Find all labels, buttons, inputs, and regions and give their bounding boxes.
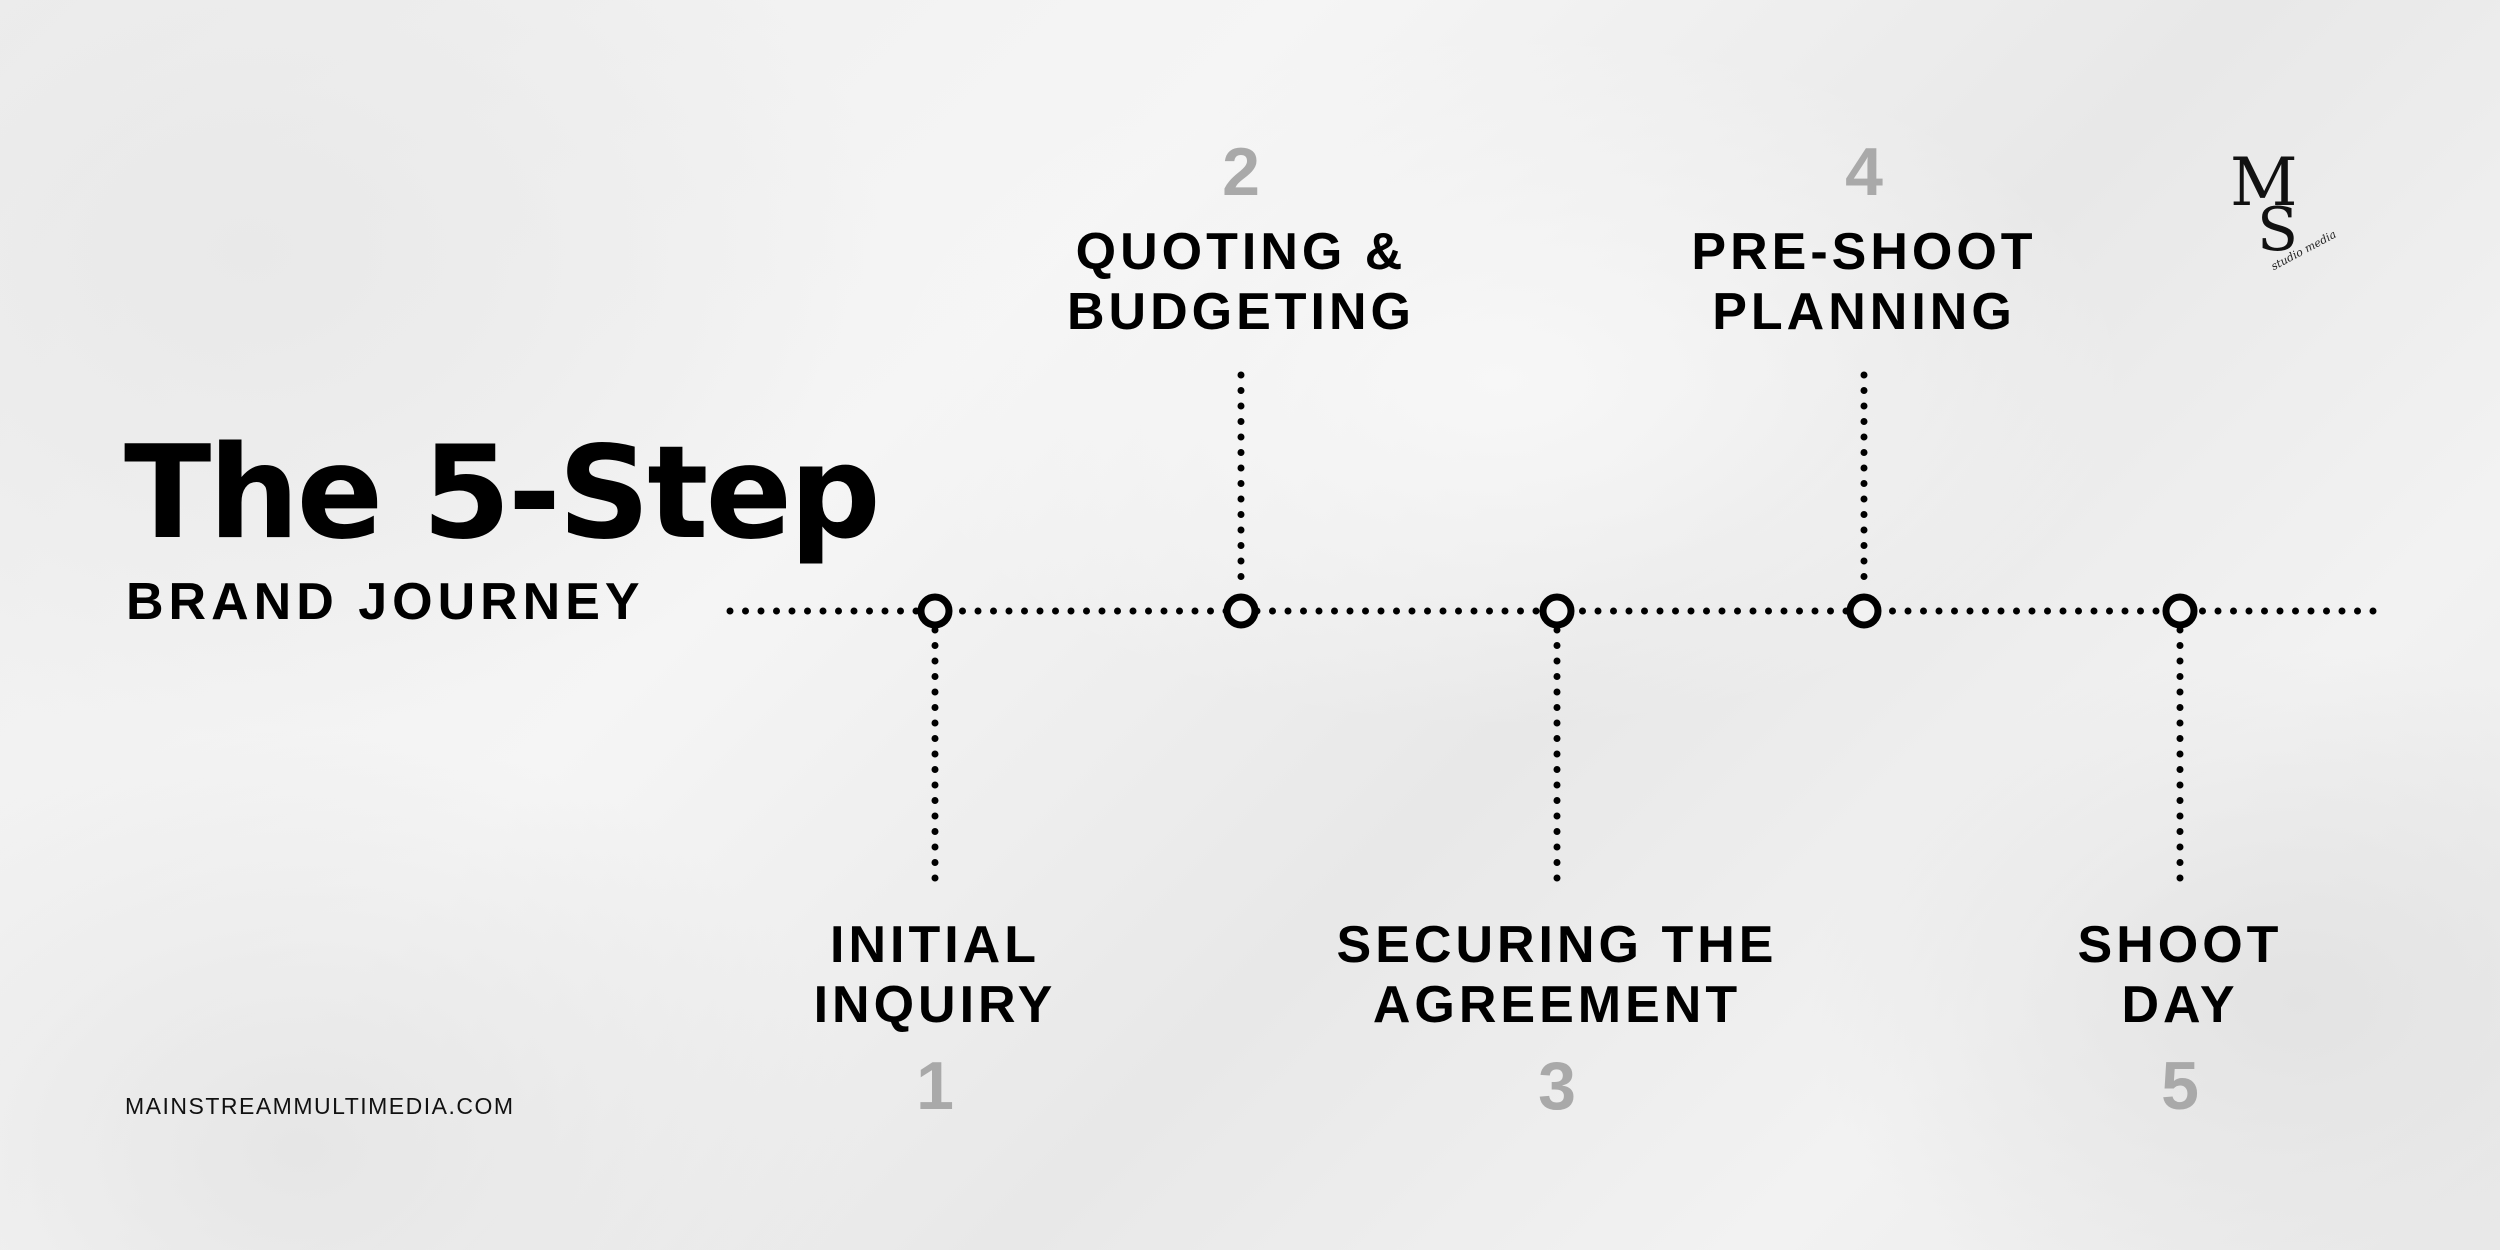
step-3-label: SECURING THE AGREEMENT	[1257, 915, 1857, 1035]
step-4-number: 4	[1845, 134, 1883, 210]
step-5-label-line-2: DAY	[2121, 976, 2239, 1034]
step-5-label-line-1: SHOOT	[2077, 916, 2283, 974]
step-4-label-line-2: PLANNING	[1712, 283, 2016, 341]
step-2-label: QUOTING & BUDGETING	[941, 222, 1541, 342]
step-5-number: 5	[2161, 1048, 2199, 1124]
step-5-node	[2162, 593, 2198, 629]
step-1-number: 1	[916, 1048, 954, 1124]
step-4-label: PRE-SHOOT PLANNING	[1564, 222, 2164, 342]
step-5-label: SHOOT DAY	[1880, 915, 2480, 1035]
step-1-label: INITIAL INQUIRY	[635, 915, 1235, 1035]
page-title: The 5-Step	[124, 419, 881, 568]
step-4-node	[1846, 593, 1882, 629]
step-1-label-line-2: INQUIRY	[813, 976, 1057, 1034]
step-1-node	[917, 593, 953, 629]
step-4-label-line-1: PRE-SHOOT	[1691, 223, 2037, 281]
website-link[interactable]: MAINSTREAMMULTIMEDIA.COM	[125, 1093, 515, 1119]
step-3-label-line-1: SECURING THE	[1336, 916, 1778, 974]
step-2-label-line-2: BUDGETING	[1067, 283, 1415, 341]
logo-letter-m: M	[2230, 144, 2298, 221]
logo-letter-s: S	[2257, 195, 2299, 265]
step-2-node	[1223, 593, 1259, 629]
brand-logo: M S studio media	[2215, 144, 2338, 290]
step-2-number: 2	[1222, 134, 1260, 210]
page-subtitle: BRAND JOURNEY	[126, 573, 645, 631]
step-3-label-line-2: AGREEMENT	[1372, 976, 1742, 1034]
step-3-number: 3	[1538, 1048, 1576, 1124]
step-3-node	[1539, 593, 1575, 629]
step-2-label-line-1: QUOTING &	[1075, 223, 1407, 281]
step-1-label-line-1: INITIAL	[830, 916, 1040, 974]
